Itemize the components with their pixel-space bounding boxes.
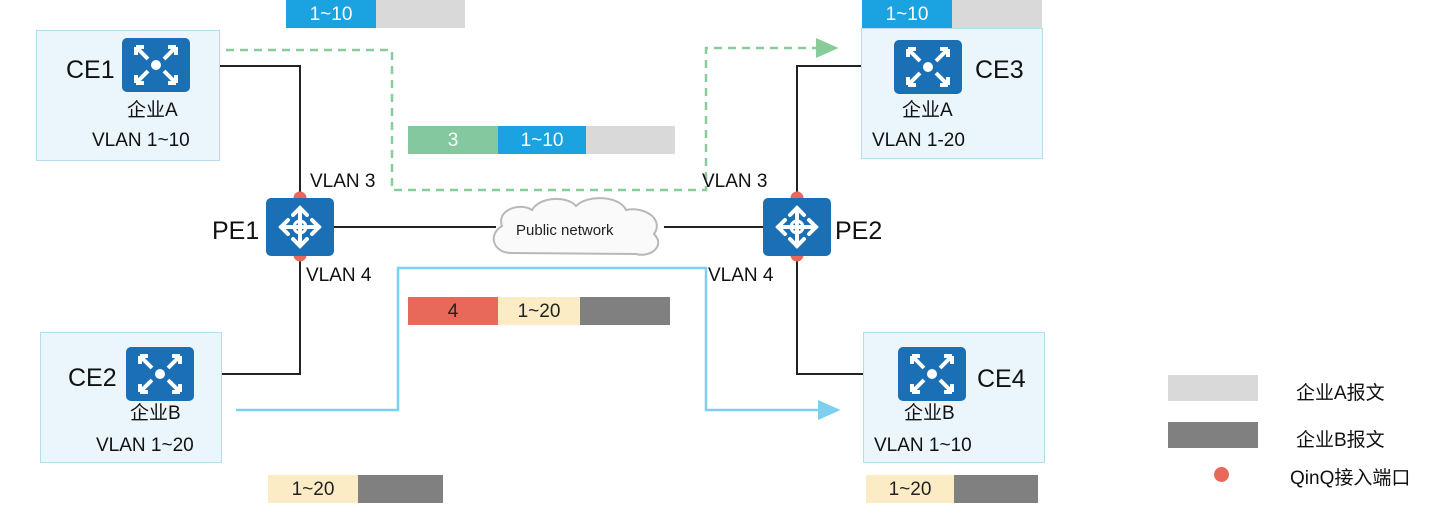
packet-frame-enterprise-a bbox=[376, 0, 465, 28]
router-icon bbox=[266, 198, 334, 256]
pe1-label: PE1 bbox=[212, 217, 260, 245]
legend-dot-qinq-port bbox=[1214, 467, 1229, 482]
router-icon bbox=[763, 198, 831, 256]
ce3-vlan: VLAN 1-20 bbox=[872, 130, 965, 151]
packet-inner-vlan-tag: 1~20 bbox=[268, 475, 358, 503]
switch-icon bbox=[898, 347, 966, 401]
pe2-port-vlan-bottom: VLAN 4 bbox=[708, 265, 774, 286]
ce4-label: CE4 bbox=[977, 365, 1026, 393]
switch-icon bbox=[122, 38, 190, 92]
packet-frame-enterprise-b bbox=[954, 475, 1038, 503]
packet-inner-vlan-tag: 1~10 bbox=[498, 126, 586, 154]
public-network-cloud bbox=[492, 197, 660, 256]
switch-icon bbox=[894, 40, 962, 94]
pe2-port-vlan-top: VLAN 3 bbox=[702, 171, 768, 192]
ce2-org: 企业B bbox=[130, 403, 181, 424]
legend-swatch-enterprise-a bbox=[1168, 375, 1258, 401]
packet-inner-vlan-tag: 1~20 bbox=[866, 475, 954, 503]
packet-frame-enterprise-a bbox=[952, 0, 1042, 28]
ce1-org: 企业A bbox=[127, 100, 178, 121]
pe2-label: PE2 bbox=[835, 217, 883, 245]
public-network-label: Public network bbox=[516, 222, 614, 239]
packet-inner-vlan-tag: 1~20 bbox=[498, 297, 580, 325]
packet-frame-enterprise-b bbox=[580, 297, 670, 325]
ce1-vlan: VLAN 1~10 bbox=[92, 130, 190, 151]
packet-inner-vlan-tag: 1~10 bbox=[862, 0, 952, 28]
packet-outer-vlan-tag: 3 bbox=[408, 126, 498, 154]
link-ce1-pe1 bbox=[190, 65, 301, 196]
legend-label-qinq-port: QinQ接入端口 bbox=[1290, 468, 1411, 489]
packet-frame-enterprise-b bbox=[358, 475, 443, 503]
packet-inner-vlan-tag: 1~10 bbox=[286, 0, 376, 28]
ce2-label: CE2 bbox=[68, 364, 117, 392]
path-enterprise-b bbox=[236, 266, 841, 420]
ce4-org: 企业B bbox=[904, 403, 955, 424]
ce3-org: 企业A bbox=[902, 100, 953, 121]
packet-frame-enterprise-a bbox=[586, 126, 675, 154]
ce2-vlan: VLAN 1~20 bbox=[96, 435, 194, 456]
switch-icon bbox=[126, 347, 194, 401]
pe1-port-vlan-bottom: VLAN 4 bbox=[306, 265, 372, 286]
ce4-vlan: VLAN 1~10 bbox=[874, 435, 972, 456]
ce3-label: CE3 bbox=[975, 56, 1024, 84]
legend-label-enterprise-b: 企业B报文 bbox=[1296, 430, 1385, 451]
packet-outer-vlan-tag: 4 bbox=[408, 297, 498, 325]
path-enterprise-a bbox=[226, 38, 839, 192]
legend-swatch-enterprise-b bbox=[1168, 422, 1258, 448]
link-ce2-pe1 bbox=[190, 256, 301, 375]
ce1-label: CE1 bbox=[66, 56, 115, 84]
pe1-port-vlan-top: VLAN 3 bbox=[310, 171, 376, 192]
legend-label-enterprise-a: 企业A报文 bbox=[1296, 383, 1385, 404]
